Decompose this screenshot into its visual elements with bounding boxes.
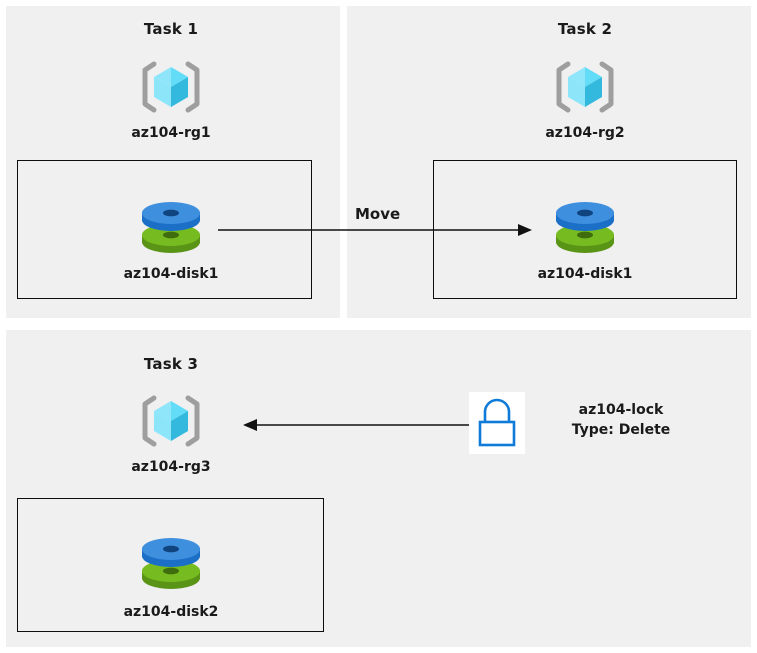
resource-label: az104-disk1 [537,266,633,282]
resource-group-label: az104-rg2 [545,125,625,141]
managed-disk-icon [138,532,204,594]
resource-label: az104-disk1 [123,266,219,282]
lock-name: az104-lock [578,402,664,418]
task-1-title: Task 1 [143,20,199,38]
lock-icon [469,392,525,454]
resource-group-label: az104-rg3 [131,459,211,475]
lock-arrow [243,419,469,431]
move-arrow-label: Move [355,205,401,223]
resource-group-icon [140,56,202,118]
resource-group-label: az104-rg1 [131,125,211,141]
managed-disk-icon [138,196,204,258]
resource-group-icon [140,390,202,452]
lock-type: Type: Delete [571,422,671,438]
resource-label: az104-disk2 [123,604,219,620]
resource-group-icon [554,56,616,118]
managed-disk-icon [552,196,618,258]
move-arrow [218,224,532,236]
task-2-title: Task 2 [557,20,613,38]
task-3-title: Task 3 [143,355,199,373]
